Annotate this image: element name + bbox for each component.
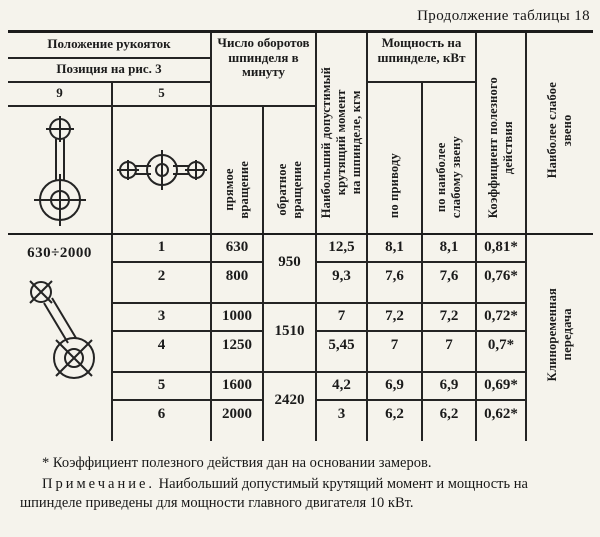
note-paragraph: Примечание. Наибольший допустимый крутящ… xyxy=(20,475,583,514)
speed-table: Положение рукояток Число оборотов шпинде… xyxy=(8,30,593,441)
forward-rpm-cell: 800 xyxy=(210,261,263,290)
efficiency-cell: 0,62* xyxy=(475,399,526,428)
header-position-fig3: Позиция на рис. 3 xyxy=(8,57,211,83)
torque-cell: 12,5 xyxy=(315,233,367,263)
position-cell: 3 xyxy=(111,302,211,332)
header-forward-rotation: прямое вращение xyxy=(210,105,263,235)
reverse-rpm-cell: 2420 xyxy=(262,371,316,428)
efficiency-cell: 0,76* xyxy=(475,261,526,290)
power-drive-cell: 6,9 xyxy=(366,371,422,401)
reverse-rpm-cell: 950 xyxy=(262,233,316,290)
vertical-lever-diagram xyxy=(33,115,86,226)
power-weak-cell: 7 xyxy=(421,330,476,359)
note-label: Примечание. xyxy=(42,475,156,492)
header-max-torque: Наибольший допустимый крутящий момент на… xyxy=(315,31,367,235)
position-cell: 1 xyxy=(111,233,211,263)
efficiency-cell: 0,69* xyxy=(475,371,526,401)
forward-rpm-cell: 630 xyxy=(210,233,263,263)
torque-cell: 7 xyxy=(315,302,367,332)
torque-cell: 5,45 xyxy=(315,330,367,359)
forward-rpm-cell: 1000 xyxy=(210,302,263,332)
header-handles-position: Положение рукояток xyxy=(8,31,211,59)
header-handle-5: 5 xyxy=(111,81,211,107)
handle-9-diagram-cell xyxy=(8,105,112,235)
power-drive-cell: 6,2 xyxy=(366,399,422,428)
header-power-by-weak-link: по наиболее слабому звену xyxy=(421,81,476,235)
power-weak-cell: 8,1 xyxy=(421,233,476,263)
header-efficiency: Коэффициент полезного действия xyxy=(475,31,526,235)
power-drive-cell: 7,6 xyxy=(366,261,422,290)
footnotes: * Коэффициент полезного действия дан на … xyxy=(20,454,583,514)
note-text: Наибольший допустимый крутящий момент и … xyxy=(20,475,528,512)
open-bottom-ticks xyxy=(8,427,593,441)
header-reverse-rotation: обратное вращение xyxy=(262,105,316,235)
efficiency-footnote: * Коэффициент полезного действия дан на … xyxy=(42,454,432,471)
power-drive-cell: 7,2 xyxy=(366,302,422,332)
position-cell: 6 xyxy=(111,399,211,428)
header-spindle-power: Мощность на шпинделе, кВт xyxy=(366,31,476,83)
power-weak-cell: 6,9 xyxy=(421,371,476,401)
torque-cell: 3 xyxy=(315,399,367,428)
position-cell: 2 xyxy=(111,261,211,290)
efficiency-cell: 0,72* xyxy=(475,302,526,332)
forward-rpm-cell: 2000 xyxy=(210,399,263,428)
group-separator xyxy=(8,358,593,373)
power-drive-cell: 7 xyxy=(366,330,422,359)
header-spindle-rpm: Число оборотов шпинделя в минуту xyxy=(210,31,316,107)
torque-cell: 4,2 xyxy=(315,371,367,401)
header-handle-9: 9 xyxy=(8,81,112,107)
torque-cell: 9,3 xyxy=(315,261,367,290)
angled-lever-diagram xyxy=(28,279,95,379)
speed-range-cell: 630÷2000 xyxy=(8,234,112,441)
header-weakest-link: Наиболее слабое звено xyxy=(525,31,593,235)
power-weak-cell: 7,6 xyxy=(421,261,476,290)
power-weak-cell: 6,2 xyxy=(421,399,476,428)
forward-rpm-cell: 1250 xyxy=(210,330,263,359)
weak-link-value-cell: Клиноременная передача xyxy=(525,233,593,441)
group-separator xyxy=(8,289,593,304)
power-weak-cell: 7,2 xyxy=(421,302,476,332)
position-cell: 5 xyxy=(111,371,211,401)
power-drive-cell: 8,1 xyxy=(366,233,422,263)
efficiency-cell: 0,7* xyxy=(475,330,526,359)
position-cell: 4 xyxy=(111,330,211,359)
horizontal-lever-diagram xyxy=(116,149,207,190)
handle-5-diagram-cell xyxy=(111,105,211,235)
speed-range: 630÷2000 xyxy=(27,244,92,261)
header-power-by-drive: по приводу xyxy=(366,81,422,235)
page-title: Продолжение таблицы 18 xyxy=(417,8,590,24)
forward-rpm-cell: 1600 xyxy=(210,371,263,401)
reverse-rpm-cell: 1510 xyxy=(262,302,316,359)
scanned-page: Продолжение таблицы 18 Положение рукоято… xyxy=(8,8,593,514)
efficiency-cell: 0,81* xyxy=(475,233,526,263)
